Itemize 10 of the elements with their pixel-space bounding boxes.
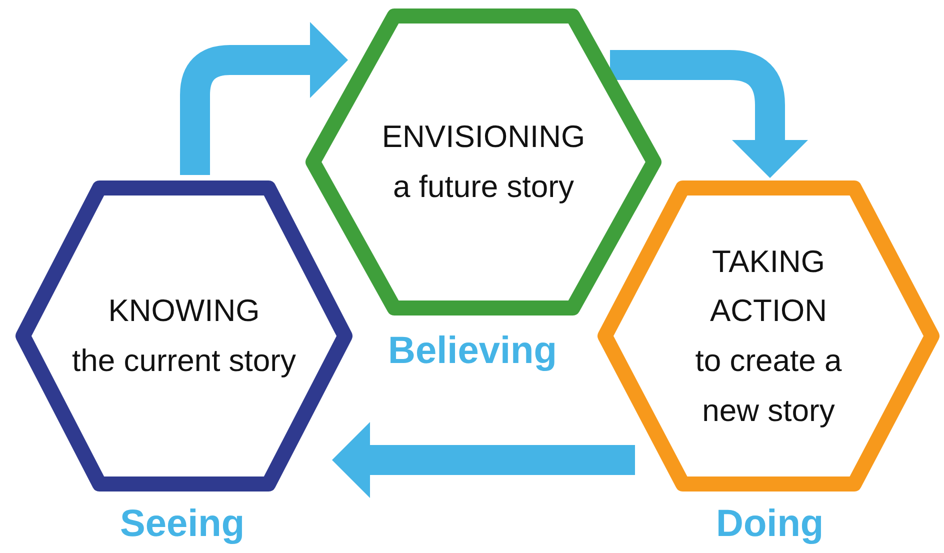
- stage-description: the current story: [72, 342, 296, 380]
- stage-label: Doing: [716, 503, 824, 546]
- stage-label: Believing: [388, 330, 557, 373]
- stage-label: Seeing: [120, 503, 245, 546]
- stage-title: ENVISIONING: [382, 118, 586, 156]
- stage-title: KNOWING: [108, 292, 260, 330]
- arrow: [332, 422, 635, 498]
- stage-description: to create a new story: [694, 342, 843, 430]
- arrow: [610, 50, 808, 178]
- stage-description: a future story: [393, 168, 574, 206]
